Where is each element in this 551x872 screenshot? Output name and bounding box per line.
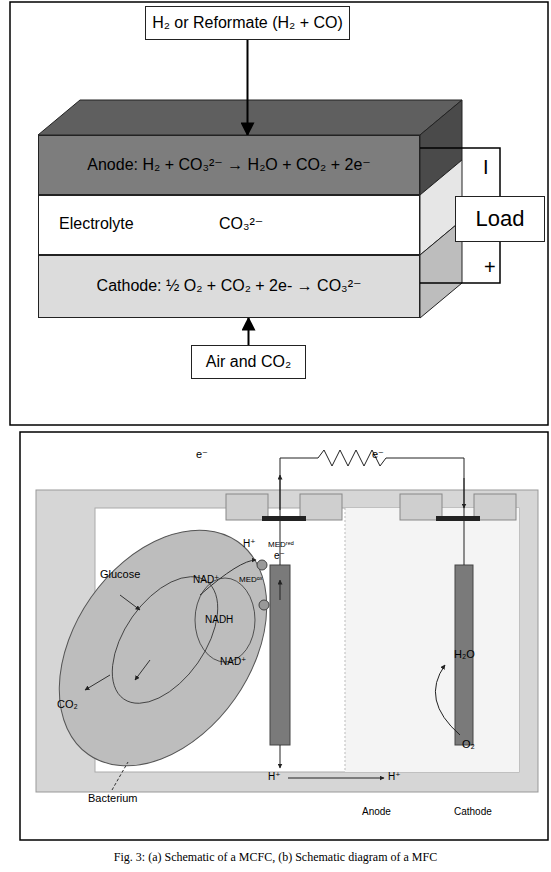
box-text: Cathode: ½ O₂ + CO₂ + 2e- → CO₃²⁻ xyxy=(97,277,362,295)
mediator-site xyxy=(257,560,267,570)
cofactor-label: NAD⁺ xyxy=(220,656,246,667)
load-box: Load xyxy=(455,196,545,242)
cathode-chamber xyxy=(345,508,519,772)
anode-layer: Anode: H₂ + CO₃²⁻ → H₂O + CO₂ + 2e⁻ xyxy=(38,135,420,195)
electrolyte-layer: Electrolyte CO₃²⁻ xyxy=(38,195,420,255)
figure-caption: Fig. 3: (a) Schematic of a MCFC, (b) Sch… xyxy=(0,850,551,865)
circuit-wire xyxy=(420,242,500,283)
product-label: CO₂ xyxy=(57,698,78,710)
terminal-block xyxy=(226,494,268,520)
chamber-label: Anode xyxy=(362,806,391,817)
metabolic-arrow xyxy=(120,595,140,610)
stack-top-face xyxy=(38,100,462,135)
electron-label: e⁻ xyxy=(196,448,208,460)
box-text: Anode: H₂ + CO₃²⁻ → H₂O + CO₂ + 2e⁻ xyxy=(87,156,370,174)
circuit-wire xyxy=(420,148,500,196)
ion-label: H⁺ xyxy=(388,771,401,782)
electron-label: e⁻ xyxy=(372,448,384,460)
panel-frame xyxy=(10,2,548,425)
terminal-seal xyxy=(436,516,480,521)
mediator-label: MEDᵒˣ xyxy=(239,576,262,585)
product-label: H₂O xyxy=(454,648,475,660)
current-label: I xyxy=(483,156,489,178)
external-wire xyxy=(386,458,464,565)
cofactor-label: NAD⁺ xyxy=(193,574,219,585)
metabolic-cycle xyxy=(91,558,239,722)
bacterium-cell xyxy=(16,491,309,805)
terminal-block xyxy=(400,494,442,520)
metabolic-arrow xyxy=(135,660,150,680)
membrane xyxy=(345,508,346,772)
polarity-label: + xyxy=(484,256,496,278)
proton-arrow xyxy=(288,778,384,779)
electron-flow-arrow xyxy=(280,580,281,600)
electron-flow-arrow xyxy=(464,478,465,508)
feed-box: H₂ or Reformate (H₂ + CO) xyxy=(145,6,350,40)
electron-flow-arrow xyxy=(280,475,281,510)
terminal-seal xyxy=(262,516,306,521)
ion-label: H⁺ xyxy=(268,771,281,782)
reduction-arrow xyxy=(435,665,460,735)
flow-arrow xyxy=(247,40,249,135)
terminal-block xyxy=(300,494,342,520)
cofactor-label: NADH xyxy=(205,614,233,625)
box-text: Electrolyte xyxy=(59,215,134,233)
mediator-site xyxy=(259,600,269,610)
box-text: H₂ or Reformate (H₂ + CO) xyxy=(152,14,343,32)
ion-text: CO₃²⁻ xyxy=(219,215,263,233)
ion-label: H⁺ xyxy=(243,538,256,549)
leader-line xyxy=(112,762,128,790)
metabolic-cycle xyxy=(195,578,255,662)
proton-arrow xyxy=(280,745,281,768)
feed-box: Air and CO₂ xyxy=(191,345,306,379)
reactant-label: O₂ xyxy=(462,738,475,750)
terminal-block xyxy=(474,494,516,520)
part-label: Bacterium xyxy=(88,792,138,804)
cathode-layer: Cathode: ½ O₂ + CO₂ + 2e- → CO₃²⁻ xyxy=(38,255,420,318)
chamber-label: Cathode xyxy=(454,806,492,817)
anode-electrode xyxy=(270,565,290,745)
mediator-label: MEDʳᵉᵈ xyxy=(268,541,294,550)
metabolic-arrow xyxy=(85,675,110,690)
substrate-label: Glucose xyxy=(100,568,140,580)
flow-arrow xyxy=(248,318,250,345)
box-text: Air and CO₂ xyxy=(206,353,291,371)
box-text: Load xyxy=(476,206,525,231)
electron-label: e⁻ xyxy=(274,550,285,561)
